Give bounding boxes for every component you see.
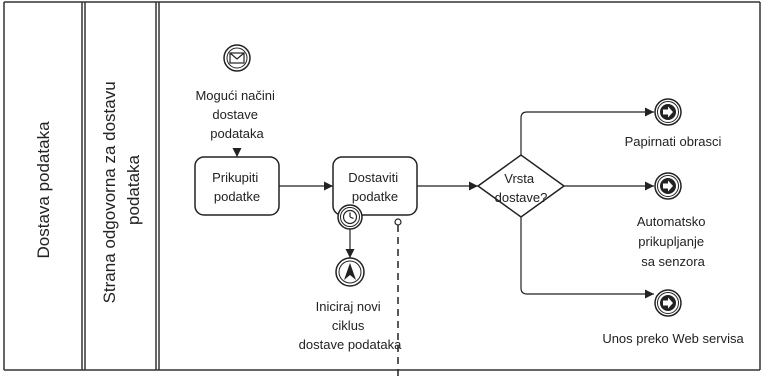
task-label-line: Dostaviti <box>348 170 398 185</box>
lane-label-line: podataka <box>124 154 143 224</box>
flow-gateway-to-web-service <box>520 217 654 299</box>
clock-icon <box>342 209 358 225</box>
end-event-label-line: Automatsko <box>637 214 706 229</box>
lane-label-line: Strana odgovorna za dostavu <box>100 81 119 303</box>
task-collect-data-label: Prikupiti podatke <box>212 170 262 204</box>
arrow-right-icon <box>663 106 673 118</box>
pool <box>3 1 761 371</box>
end-event-sensors[interactable] <box>654 172 682 200</box>
end-event-web-service-label: Unos preko Web servisa <box>602 331 744 346</box>
initiate-label-line: dostave podataka <box>299 337 402 352</box>
gateway-label-line: Vrsta <box>504 171 535 186</box>
end-event-paper-forms-label: Papirnati obrasci <box>625 134 722 149</box>
initiate-new-cycle-label: Iniciraj novi ciklus dostave podataka <box>299 299 402 352</box>
task-collect-data[interactable]: Prikupiti podatke <box>194 156 280 216</box>
start-event[interactable] <box>223 44 251 72</box>
envelope-icon <box>229 52 245 64</box>
gateway-label: Vrsta dostave? <box>495 171 548 205</box>
task-deliver-data[interactable]: Dostaviti podatke <box>332 156 418 216</box>
initiate-new-cycle-event[interactable] <box>335 257 365 287</box>
gateway-label-line: dostave? <box>495 190 548 205</box>
end-event-paper-forms[interactable] <box>654 98 682 126</box>
end-event-label-line: sa senzora <box>641 254 705 269</box>
end-event-label-line: Unos preko Web servisa <box>602 331 744 346</box>
lane-label: Strana odgovorna za dostavu podataka <box>100 77 143 304</box>
task-label-line: Prikupiti <box>212 170 258 185</box>
arrow-right-icon <box>663 180 673 192</box>
initiate-label-line: ciklus <box>332 318 365 333</box>
end-event-label-line: prikupljanje <box>638 234 704 249</box>
exclusive-gateway[interactable]: Vrsta dostave? <box>476 154 566 218</box>
initiate-label-line: Iniciraj novi <box>316 299 381 314</box>
end-event-sensors-label: Automatsko prikupljanje sa senzora <box>637 214 709 269</box>
task-deliver-data-label: Dostaviti podatke <box>348 170 401 204</box>
start-event-label-line: podataka <box>210 126 264 141</box>
navigation-arrow-icon <box>344 263 356 280</box>
pool-label: Dostava podataka <box>34 121 53 259</box>
flow-gateway-to-paper-forms <box>520 107 654 155</box>
start-event-label: Mogući načini dostave podataka <box>195 88 278 141</box>
arrow-right-icon <box>663 297 673 309</box>
task-label-line: podatke <box>352 189 398 204</box>
task-label-line: podatke <box>214 189 260 204</box>
message-flow-origin <box>394 218 402 226</box>
end-event-web-service[interactable] <box>654 289 682 317</box>
start-event-label-line: dostave <box>212 107 258 122</box>
start-event-label-line: Mogući načini <box>195 88 275 103</box>
end-event-label-line: Papirnati obrasci <box>625 134 722 149</box>
timer-boundary-event[interactable] <box>337 204 363 230</box>
